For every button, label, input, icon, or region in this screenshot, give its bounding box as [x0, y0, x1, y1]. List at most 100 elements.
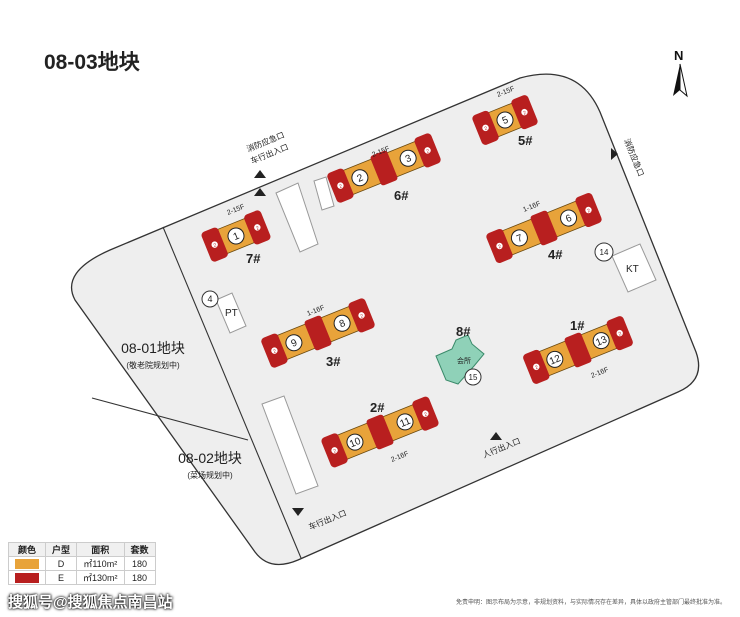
- marker-club: [464, 368, 482, 386]
- unit-e-wing: [304, 315, 332, 351]
- plot-divider-middle: [91, 397, 249, 441]
- unit-dot: [358, 312, 365, 319]
- arrow-car-bottom: [292, 508, 304, 516]
- legend-type: E: [44, 570, 78, 585]
- building-footprint: 122: [201, 210, 271, 262]
- building-b8: 8#: [456, 324, 471, 339]
- unit-dot: [424, 147, 431, 154]
- unit-number: 10: [348, 436, 363, 451]
- unit-marker: [592, 332, 610, 350]
- building-footprint: 5 2 2: [472, 95, 538, 145]
- unit-marker: [333, 314, 351, 332]
- legend-type: D: [44, 556, 78, 571]
- unit-marker: [351, 169, 369, 187]
- unit-number: 6: [564, 213, 574, 225]
- building-label: 1#: [570, 318, 585, 333]
- unit-dot-num: 2: [213, 242, 218, 249]
- unit-number: 8: [338, 318, 348, 330]
- unit-marker: [285, 334, 303, 352]
- unit-dot-num: 2: [523, 110, 528, 117]
- facility-kt-label: KT: [626, 264, 639, 275]
- unit-marker: [510, 229, 528, 247]
- legend-area: ㎡110m²: [76, 556, 125, 571]
- small-structure-top: [313, 176, 335, 211]
- unit-number: 1: [232, 231, 242, 243]
- unit-number: 3: [404, 153, 414, 165]
- unit-e-wing: [370, 150, 398, 186]
- unit-dot: [422, 410, 429, 417]
- facility-pt-label: PT: [225, 308, 238, 319]
- arrow-fire-right: [611, 148, 618, 160]
- unit-marker: [227, 227, 245, 245]
- unit-marker: [399, 149, 417, 167]
- arrow-pedestrian: [490, 432, 502, 440]
- unit-dot-num: 2: [534, 365, 539, 372]
- unit-dot-num: 2: [498, 244, 503, 251]
- facility-kt: [611, 243, 657, 293]
- facility-pt: [215, 292, 247, 334]
- watermark: 搜狐号@搜狐焦点南昌站: [8, 594, 173, 611]
- unit-number: 2: [356, 172, 366, 184]
- legend-count: 180: [123, 556, 156, 571]
- north-arrow: N: [665, 48, 695, 106]
- legend-area: ㎡130m²: [76, 570, 125, 585]
- legend-header-count: 套数: [123, 542, 156, 557]
- unit-dot-num: 2: [426, 148, 431, 155]
- unit-e-wing: [366, 414, 394, 450]
- unit-dot-num: 2: [423, 411, 428, 418]
- legend-swatch-yellow: [15, 558, 39, 569]
- legend-count: 180: [123, 570, 156, 585]
- building-label: 3#: [326, 354, 341, 369]
- unit-dot: [331, 447, 338, 454]
- marker-kt-num: 14: [600, 248, 609, 257]
- unit-dot: [337, 182, 344, 189]
- site-boundary: [70, 73, 700, 566]
- marker-pt-num: 4: [207, 294, 212, 304]
- unit-e-wing: [564, 332, 592, 368]
- unit-dot-num: 2: [618, 331, 623, 338]
- page-title: 08-03地块: [44, 51, 140, 74]
- unit-dot: [496, 242, 503, 250]
- disclaimer-text: 免责申明：图示布局为示意，非规划资料，与实际情况存在差异，具体以政府主管部门最终…: [455, 600, 726, 606]
- unit-marker: [546, 350, 564, 368]
- unit-dot-num: 2: [360, 313, 365, 320]
- unit-number: 7: [515, 233, 525, 245]
- unit-marker: [560, 209, 578, 227]
- unit-dot-num: 2: [484, 126, 489, 133]
- legend-header-type: 户型: [44, 542, 78, 557]
- building-label: 4#: [548, 247, 563, 262]
- unit-number: 13: [594, 334, 609, 349]
- unit-dot: [533, 363, 540, 371]
- unit-number: 9: [290, 337, 300, 349]
- club-label: 会所: [457, 356, 471, 365]
- unit-number: 12: [548, 353, 563, 368]
- plot-0802-name: 08-02地块: [178, 450, 242, 466]
- unit-dot-num: 2: [333, 448, 338, 455]
- unit-marker: [346, 433, 364, 451]
- legend-header-area: 面积: [76, 542, 125, 557]
- north-arrow-icon: [673, 63, 688, 98]
- unit-dot: [482, 124, 489, 132]
- arrow-car-top: [254, 188, 266, 196]
- parking-ramp-top: [275, 182, 319, 253]
- unit-e-wing: [530, 210, 558, 246]
- unit-number: 11: [399, 416, 413, 430]
- unit-dot: [521, 108, 528, 116]
- building-label: 6#: [394, 188, 409, 203]
- legend-header: 颜色 户型 面积 套数: [8, 542, 156, 557]
- unit-dot-num: 2: [338, 183, 343, 190]
- building-label: 5#: [518, 133, 533, 148]
- unit-dot: [271, 347, 278, 354]
- plot-0802-note: (菜场规划中): [187, 470, 233, 480]
- unit-number: 5: [501, 115, 511, 127]
- building-label: 7#: [246, 251, 261, 266]
- building-footprint: 2 3 2 2: [327, 133, 441, 203]
- north-label: N: [674, 48, 684, 63]
